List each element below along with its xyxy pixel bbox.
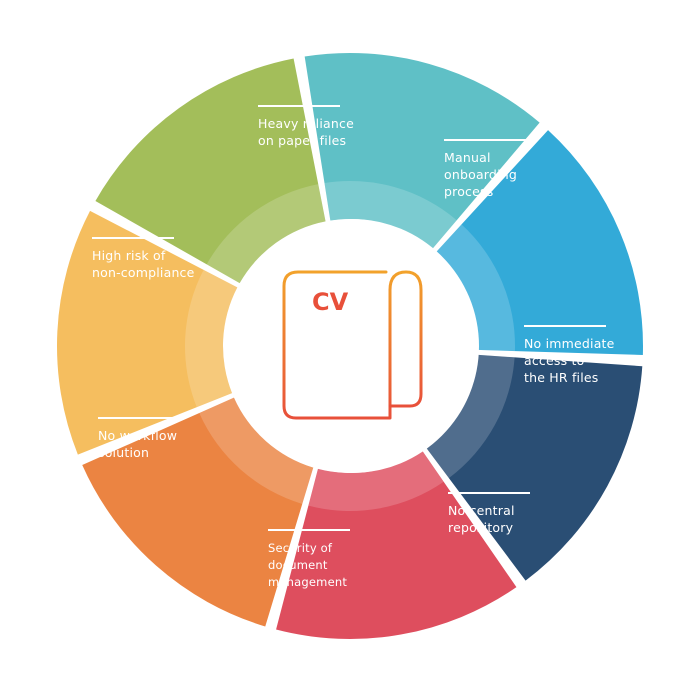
segment-inner-band xyxy=(206,184,326,284)
label-line: on paper files xyxy=(258,133,346,148)
segment-label-paper-files-reliance: Heavy reliance on paper files xyxy=(258,105,354,148)
label-line: the HR files xyxy=(524,370,599,385)
segment-inner-band xyxy=(184,269,238,408)
label-line: High risk of xyxy=(92,248,166,263)
center-hub xyxy=(225,219,479,473)
label-line: repository xyxy=(448,520,514,535)
cv-label: CV xyxy=(312,288,349,316)
segment-label-no-immediate-access: No immediate access to the HR files xyxy=(524,325,615,385)
segment-label-manual-onboarding: Manual onboarding process xyxy=(444,139,526,199)
label-line: management xyxy=(268,575,347,589)
segment-inner-band xyxy=(426,354,515,479)
cv-document-icon xyxy=(282,270,423,420)
wheel-segments xyxy=(56,53,643,639)
label-line: Manual xyxy=(444,150,491,165)
label-line: document xyxy=(268,558,328,572)
segment-no-workflow-solution xyxy=(82,397,314,627)
label-line: access to xyxy=(524,353,584,368)
label-line: solution xyxy=(98,445,149,460)
segment-label-no-central-repository: No central repository xyxy=(448,492,530,535)
segment-inner-band xyxy=(324,180,457,250)
wheel-labels: Manual onboarding process No immediate acces… xyxy=(92,105,615,589)
segment-label-security-document-management: Security of document management xyxy=(268,529,350,589)
label-line: No immediate xyxy=(524,336,615,351)
label-line: process xyxy=(444,184,493,199)
label-line: No central xyxy=(448,503,515,518)
segment-inner-band xyxy=(435,224,515,352)
segment-label-no-workflow-solution: No workflow solution xyxy=(98,417,180,460)
label-line: Security of xyxy=(268,541,333,555)
label-line: Heavy reliance xyxy=(258,116,354,131)
segment-inner-band xyxy=(199,397,314,504)
segment-security-document-management xyxy=(276,450,517,639)
label-line: No workflow xyxy=(98,428,177,443)
segment-inner-band xyxy=(308,450,444,511)
segment-manual-onboarding xyxy=(304,53,540,250)
segment-no-central-repository xyxy=(426,354,643,581)
segment-paper-files-reliance xyxy=(95,58,326,284)
segment-high-risk-non-compliance xyxy=(56,210,238,455)
segment-label-high-risk-non-compliance: High risk of non-compliance xyxy=(92,237,195,280)
segment-no-immediate-access xyxy=(435,130,643,355)
label-line: non-compliance xyxy=(92,265,195,280)
label-line: onboarding xyxy=(444,167,517,182)
